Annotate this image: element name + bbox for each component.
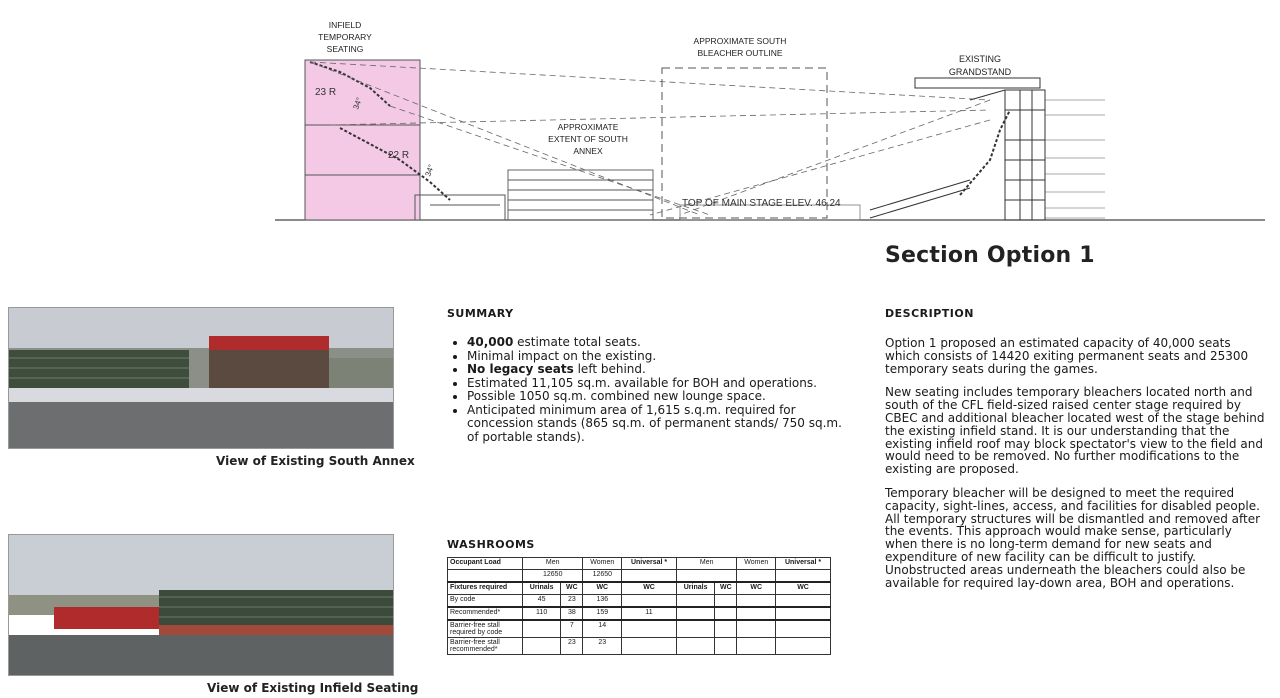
description-heading: DESCRIPTION [885,307,974,320]
table-row: Barrier-free stall recommended* 23 23 [447,637,831,655]
description-paragraph: Unobstructed areas underneath the bleach… [885,562,1246,590]
summary-item: Anticipated minimum area of 1,615 s.q.m.… [467,403,847,445]
caption-infield-seating: View of Existing Infield Seating [207,681,419,695]
south-annex [507,169,654,221]
summary-item: 40,000 estimate total seats. [467,335,847,350]
label-main-stage: TOP OF MAIN STAGE ELEV. 46.24 [682,198,841,209]
table-row: Barrier-free stall required by code 7 14 [447,619,831,638]
label-angle-1: 34° [351,96,364,110]
table-row: Occupant Load Men Women Universal * Men … [447,557,831,570]
label-angle-2: 34° [423,163,436,177]
caption-south-annex: View of Existing South Annex [216,454,415,468]
summary-item: Possible 1050 sq.m. combined new lounge … [467,389,847,404]
section-title: Section Option 1 [885,243,1095,268]
table-row: 12650 12650 [447,569,831,583]
description-paragraph: Option 1 proposed an estimated capacity … [885,336,1249,376]
description-body: Option 1 proposed an estimated capacity … [885,337,1268,600]
infield-seating [304,59,506,221]
summary-item: No legacy seats left behind. [467,362,847,377]
summary-list: 40,000 estimate total seats. Minimal imp… [447,335,847,445]
photo-south-annex [8,307,394,449]
label-row-23: 23 R [315,87,336,98]
table-row: Fixtures required Urinals WC WC WC Urina… [447,581,831,595]
summary-item: Estimated 11,105 sq.m. available for BOH… [467,376,847,391]
main-stage [679,204,861,221]
description-paragraph: New seating includes temporary bleachers… [885,385,1265,477]
description-paragraph: Temporary bleacher will be designed to m… [885,485,1261,564]
washrooms-heading: WASHROOMS [447,538,535,551]
summary-item: Minimal impact on the existing. [467,349,847,364]
south-bleacher-outline [661,67,828,219]
table-row: By code 45 23 136 [447,594,831,608]
photo-infield-seating [8,534,394,676]
label-row-22: 22 R [388,150,409,161]
summary-heading: SUMMARY [447,307,514,320]
table-row: Recommended* 110 38 159 11 [447,606,831,621]
sightlines [309,61,991,216]
existing-grandstand [869,77,1105,221]
washrooms-table: Occupant Load Men Women Universal * Men … [447,557,831,655]
